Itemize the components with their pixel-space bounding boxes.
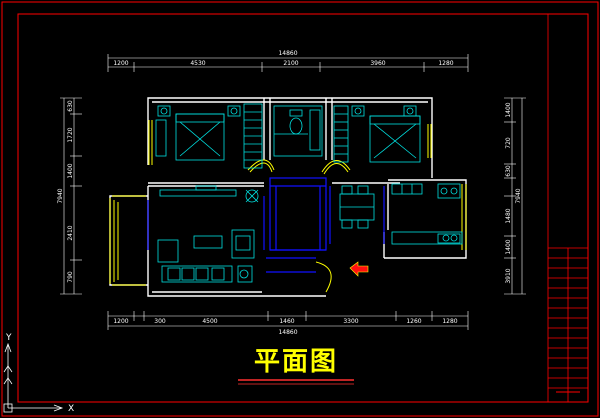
dim-right-seg: 1400 (505, 102, 512, 117)
dimension-right (504, 97, 526, 295)
axis-y-label: Y (5, 333, 12, 343)
dim-top-seg: 1200 (113, 60, 128, 67)
dim-bottom-seg: 1460 (279, 318, 294, 325)
ucs-axis-icon (3, 342, 64, 413)
dim-right-seg: 630 (505, 165, 512, 177)
dim-bottom-seg: 4500 (202, 318, 217, 325)
dim-bottom-seg: 3300 (343, 318, 358, 325)
title-block (547, 13, 589, 403)
dim-left-seg: 2410 (67, 225, 74, 240)
dim-left-seg: 1400 (67, 163, 74, 178)
dim-left-overall: 7940 (57, 188, 64, 203)
dim-bottom-seg: 1200 (113, 318, 128, 325)
dim-bottom-overall: 14860 (278, 329, 297, 336)
openings (147, 177, 385, 273)
dim-top-overall: 14860 (278, 50, 297, 57)
dim-right-seg: 720 (505, 137, 512, 149)
dim-left-seg: 790 (67, 271, 74, 283)
dim-left-seg: 630 (67, 100, 74, 112)
windows (109, 120, 467, 293)
dim-left-seg: 1720 (67, 127, 74, 142)
dimension-left (60, 97, 82, 295)
dim-top-seg: 4530 (190, 60, 205, 67)
entrance-arrow-icon (349, 261, 369, 277)
dim-top-seg: 1280 (438, 60, 453, 67)
dim-right-seg: 3910 (505, 268, 512, 283)
dimension-top (107, 54, 469, 72)
dim-bottom-seg: 300 (154, 318, 166, 325)
dimension-bottom (107, 311, 469, 330)
dim-top-seg: 3960 (370, 60, 385, 67)
dim-bottom-seg: 1260 (406, 318, 421, 325)
drawing-title: 平面图 (254, 347, 338, 377)
furniture (155, 103, 463, 283)
dim-right-seg: 1480 (505, 208, 512, 223)
dim-bottom-seg: 1280 (442, 318, 457, 325)
axis-x-label: X (68, 404, 74, 414)
inner-frame (17, 13, 589, 403)
dim-right-seg: 1400 (505, 239, 512, 254)
dim-right-overall: 7940 (515, 188, 522, 203)
dim-top-seg: 2100 (283, 60, 298, 67)
